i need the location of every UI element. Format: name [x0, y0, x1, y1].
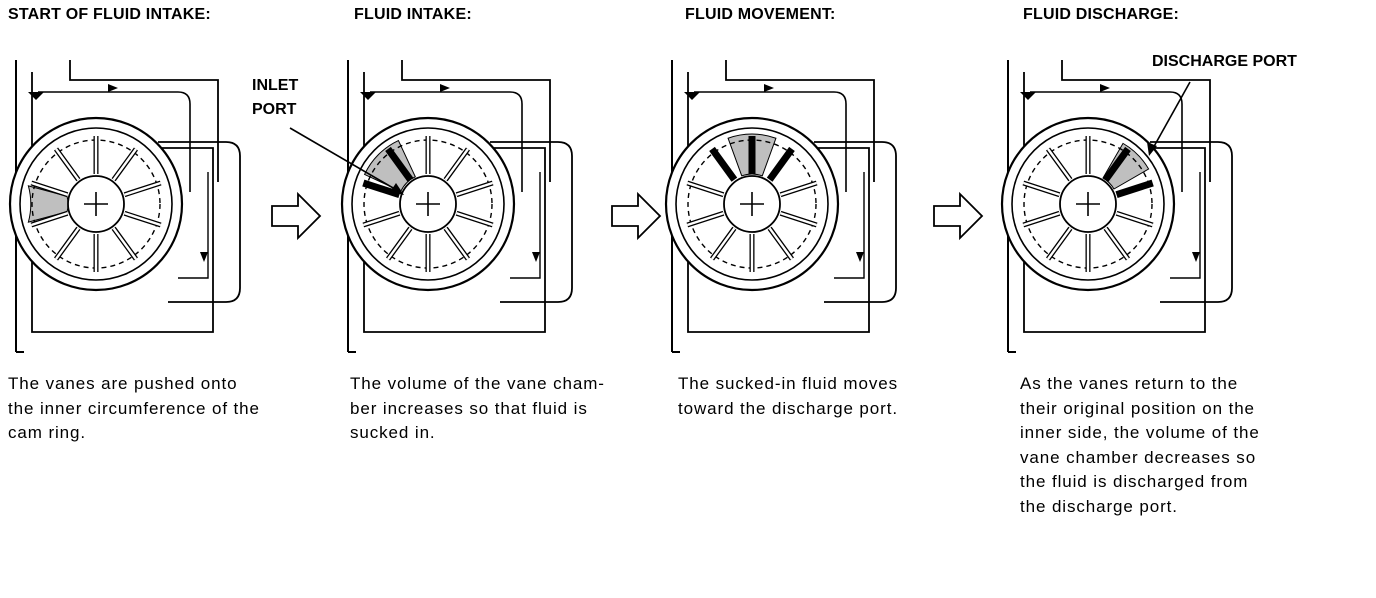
stage-caption: As the vanes return to the their origina…	[1020, 374, 1260, 516]
vane	[385, 146, 414, 182]
stage-arrow-icon	[611, 191, 662, 241]
fluid-passage	[178, 172, 209, 279]
vane-core	[444, 148, 469, 181]
inlet-port-label: INLET PORT	[252, 77, 299, 118]
vane-core	[686, 181, 724, 196]
fluid-passage	[370, 91, 523, 192]
fluid-passage	[490, 141, 573, 303]
inlet-port-arrowhead-icon	[390, 183, 404, 195]
discharge-port-leader	[1151, 81, 1191, 151]
vane-core	[387, 227, 412, 260]
inlet-port-leader	[289, 127, 401, 193]
vane-core	[1116, 212, 1154, 227]
vane-core	[1022, 212, 1060, 227]
vane	[709, 146, 738, 182]
vane	[362, 179, 401, 199]
stage-fluid-movement: FLUID MOVEMENT: The sucked-in fluid move…	[664, 0, 994, 598]
vane-core	[780, 181, 818, 196]
vane-core	[124, 181, 162, 196]
cam-ring-outer	[1011, 127, 1165, 281]
stage-caption: The volume of the vane cham- ber increas…	[350, 374, 605, 442]
stage-arrow-icon	[933, 191, 984, 241]
fluid-passage	[725, 60, 875, 182]
stage-title: START OF FLUID INTAKE:	[8, 6, 211, 23]
pump-illustration	[1000, 60, 1233, 353]
vane-core	[456, 212, 494, 227]
vane-core	[55, 227, 80, 260]
pump-illustration	[8, 60, 241, 353]
flow-arrow-icon	[108, 84, 118, 92]
vane-core	[362, 212, 400, 227]
stage-arrow-shape	[933, 191, 984, 241]
flow-arrow-icon	[440, 84, 450, 92]
fluid-passage	[38, 91, 191, 192]
fluid-passage	[510, 172, 541, 279]
flow-arrow-icon	[764, 84, 774, 92]
cam-ring-outer	[19, 127, 173, 281]
pump-illustration	[340, 60, 573, 353]
vane-core	[768, 227, 793, 260]
flow-arrow-icon	[1100, 84, 1110, 92]
vane-core	[112, 227, 137, 260]
cam-ring-outer	[351, 127, 505, 281]
stage-start-of-fluid-intake: START OF FLUID INTAKE: The vanes are pus…	[8, 0, 328, 598]
vane-chamber-highlight	[1102, 142, 1150, 190]
vane-core	[1047, 148, 1072, 181]
stage-arrow-shape	[271, 191, 322, 241]
fluid-passage	[1170, 172, 1201, 279]
flow-arrow-icon	[684, 92, 700, 100]
flow-arrow-icon	[200, 252, 208, 262]
vane-core	[30, 181, 68, 196]
vane-core	[1022, 181, 1060, 196]
vane-core	[55, 148, 80, 181]
stage-fluid-intake: FLUID INTAKE: INLET PORT The volume of t…	[252, 0, 660, 598]
fluid-passage	[69, 60, 219, 182]
vane-core	[112, 148, 137, 181]
vane-core	[30, 212, 68, 227]
discharge-port-arrowhead-icon	[1147, 142, 1157, 156]
flow-arrow-icon	[856, 252, 864, 262]
stage-caption: The vanes are pushed onto the inner circ…	[8, 374, 260, 442]
stage-title: FLUID DISCHARGE:	[1023, 6, 1180, 23]
pump-illustration	[664, 60, 897, 353]
fluid-passage	[694, 91, 847, 192]
fluid-passage	[834, 172, 865, 279]
flow-arrow-icon	[1020, 92, 1036, 100]
vane	[1102, 146, 1131, 182]
stage-fluid-discharge: FLUID DISCHARGE: DISCHARGE PORT As the v…	[1000, 0, 1370, 598]
flow-arrow-icon	[1192, 252, 1200, 262]
flow-arrow-icon	[360, 92, 376, 100]
vane-core	[780, 212, 818, 227]
vane-core	[686, 212, 724, 227]
fluid-passage	[1030, 91, 1183, 192]
stage-title: FLUID INTAKE:	[354, 6, 472, 23]
flow-arrow-icon	[532, 252, 540, 262]
stage-arrow-shape	[611, 191, 662, 241]
fluid-passage	[814, 141, 897, 303]
vane-core	[1047, 227, 1072, 260]
vane	[1115, 179, 1154, 199]
vane-core	[444, 227, 469, 260]
vane-core	[456, 181, 494, 196]
fluid-passage	[158, 141, 241, 303]
cam-ring-outer	[675, 127, 829, 281]
fluid-passage	[1061, 60, 1211, 182]
flow-arrow-icon	[28, 92, 44, 100]
stage-arrow-icon	[271, 191, 322, 241]
stage-title: FLUID MOVEMENT:	[685, 6, 836, 23]
stage-caption: The sucked-in fluid moves toward the dis…	[678, 374, 898, 418]
vane-core	[711, 227, 736, 260]
vane-core	[124, 212, 162, 227]
vane	[766, 146, 795, 182]
vane-core	[1104, 227, 1129, 260]
fluid-passage	[1150, 141, 1233, 303]
discharge-port-label: DISCHARGE PORT	[1152, 53, 1297, 70]
fluid-passage	[401, 60, 551, 182]
